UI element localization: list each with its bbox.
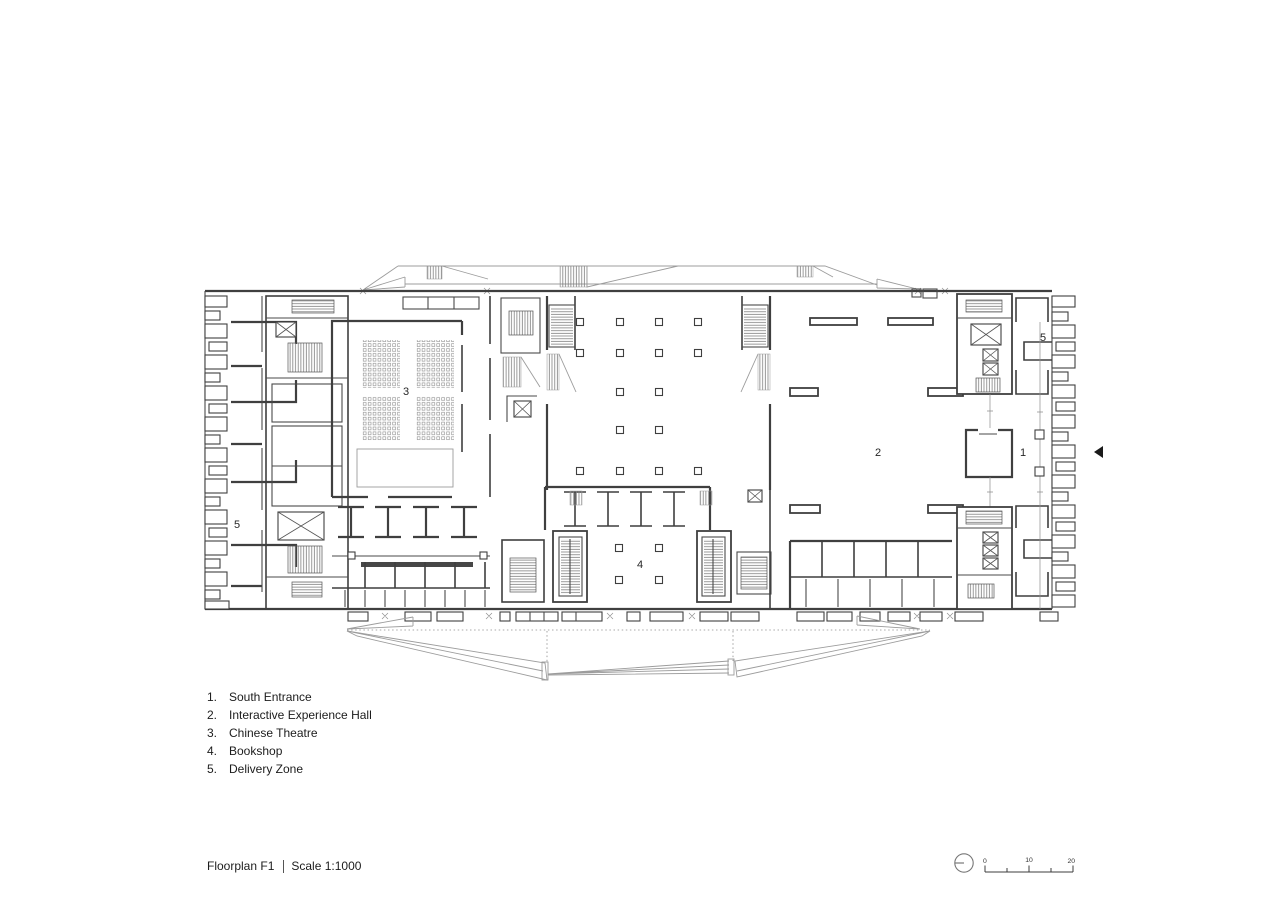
stair-icon xyxy=(744,307,766,345)
stage xyxy=(356,448,454,488)
legend-item-bookshop: 4. Bookshop xyxy=(207,743,372,761)
west-wing-rooms xyxy=(204,295,298,610)
southwest-rooms xyxy=(332,505,490,607)
bookshop xyxy=(552,489,772,609)
central-atrium xyxy=(543,296,772,530)
column-grid xyxy=(575,317,703,476)
legend-number: 2. xyxy=(207,707,218,722)
scale-bar: 0 10 20 xyxy=(983,857,1075,873)
stair-icon xyxy=(551,307,573,345)
legend-item-delivery-zone: 5. Delivery Zone xyxy=(207,761,372,779)
drawing-scale: Scale 1:1000 xyxy=(291,859,362,873)
south-canopy xyxy=(346,615,931,681)
legend-label: South Entrance xyxy=(229,690,312,704)
east-mid-rooms xyxy=(1015,297,1052,609)
label-bookshop: 4 xyxy=(637,559,643,571)
scale-tick-20: 20 xyxy=(1067,858,1075,865)
west-connector xyxy=(500,297,545,603)
title-separator xyxy=(283,859,285,873)
southeast-rooms xyxy=(788,539,952,609)
theatre-seating xyxy=(362,340,400,388)
north-canopy xyxy=(359,265,949,295)
stair-icon xyxy=(287,545,323,574)
legend-number: 4. xyxy=(207,743,218,758)
legend-item-chinese-theatre: 3. Chinese Theatre xyxy=(207,725,372,743)
stair-icon xyxy=(287,342,323,373)
stair-icon xyxy=(975,377,1001,393)
legend-label: Chinese Theatre xyxy=(229,725,318,740)
title-block: Floorplan F1 Scale 1:1000 xyxy=(207,858,361,874)
label-delivery-right: 5 xyxy=(1040,332,1046,344)
left-arrow-marker-icon xyxy=(1094,446,1103,458)
north-indicator-icon xyxy=(954,853,974,873)
stair-icon xyxy=(965,510,1003,525)
theatre-seating xyxy=(416,396,454,441)
south-entrance-room xyxy=(964,428,1014,479)
legend-item-south-entrance: 1. South Entrance xyxy=(207,689,372,707)
east-wing-rooms xyxy=(1051,295,1076,608)
stair-icon xyxy=(967,583,995,599)
label-delivery-left: 5 xyxy=(234,519,240,531)
stair-icon xyxy=(965,299,1003,313)
legend-item-experience-hall: 2. Interactive Experience Hall xyxy=(207,707,372,725)
experience-hall xyxy=(789,317,964,514)
scale-tick-0: 0 xyxy=(983,858,987,865)
drawing-title: Floorplan F1 xyxy=(207,859,275,873)
legend: 1. South Entrance 2. Interactive Experie… xyxy=(207,689,372,779)
plan-number-labels: 3 2 1 4 5 5 xyxy=(234,332,1046,571)
label-entrance: 1 xyxy=(1020,447,1026,459)
east-core xyxy=(956,293,1014,610)
theatre-seating xyxy=(416,340,454,388)
legend-number: 5. xyxy=(207,761,218,776)
label-theatre: 3 xyxy=(403,386,409,398)
label-hall: 2 xyxy=(875,447,881,459)
west-core xyxy=(265,295,349,610)
legend-label: Interactive Experience Hall xyxy=(229,707,372,722)
stair-icon xyxy=(509,557,537,593)
legend-number: 1. xyxy=(207,690,218,704)
chinese-theatre xyxy=(330,296,491,499)
legend-label: Delivery Zone xyxy=(229,761,304,776)
legend-label: Bookshop xyxy=(229,743,283,758)
stair-icon xyxy=(740,556,768,590)
theatre-seating xyxy=(362,396,400,441)
south-wall-tabs xyxy=(347,611,1059,622)
stair-icon xyxy=(508,310,534,336)
legend-number: 3. xyxy=(207,725,218,740)
scale-tick-10: 10 xyxy=(1025,857,1033,864)
